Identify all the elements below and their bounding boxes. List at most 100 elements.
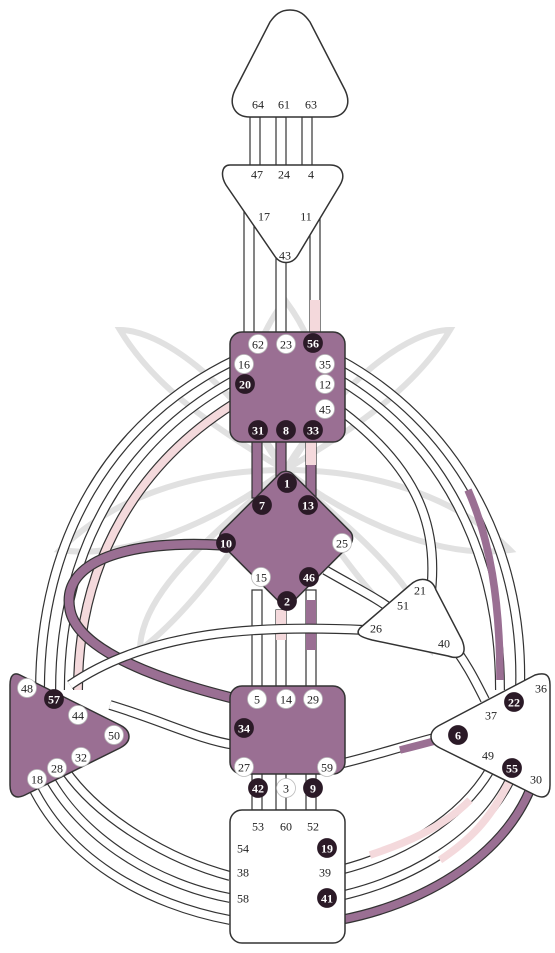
gate-15: 15 xyxy=(252,568,271,587)
gate-4: 4 xyxy=(308,168,314,182)
gate-16: 16 xyxy=(235,355,254,374)
gate-7: 7 xyxy=(253,496,272,515)
gate-51-label: 51 xyxy=(397,599,409,613)
gate-57-label: 57 xyxy=(48,693,60,707)
gate-14-label: 14 xyxy=(280,693,292,707)
gate-32-label: 32 xyxy=(75,751,87,765)
gate-35-label: 35 xyxy=(319,358,331,372)
channel-spleen-heart xyxy=(70,629,365,685)
gate-27-label: 27 xyxy=(238,761,250,775)
gate-33-label: 33 xyxy=(307,424,319,438)
gate-6-label: 6 xyxy=(455,729,461,743)
gate-62: 62 xyxy=(249,335,268,354)
gate-47: 47 xyxy=(251,168,263,182)
gate-56-label: 56 xyxy=(307,337,319,351)
gate-53-label: 53 xyxy=(252,820,264,834)
channel-10-57 xyxy=(69,544,240,700)
gate-34: 34 xyxy=(235,719,254,738)
gate-22: 22 xyxy=(505,693,524,712)
gate-6: 6 xyxy=(449,726,468,745)
gate-38-label: 38 xyxy=(237,866,249,880)
gate-54: 54 xyxy=(237,842,249,856)
gate-44: 44 xyxy=(69,706,88,725)
gate-59: 59 xyxy=(318,758,337,777)
gate-9: 9 xyxy=(304,779,323,798)
gate-50-label: 50 xyxy=(108,729,120,743)
gate-41: 41 xyxy=(318,889,337,908)
gate-14: 14 xyxy=(277,690,296,709)
gate-46-label: 46 xyxy=(303,571,315,585)
gate-18-label: 18 xyxy=(31,773,43,787)
gate-19-label: 19 xyxy=(321,842,333,856)
gate-19: 19 xyxy=(318,839,337,858)
gate-5-label: 5 xyxy=(254,693,260,707)
gate-56: 56 xyxy=(304,334,323,353)
gate-11-label: 11 xyxy=(300,210,312,224)
gate-8-label: 8 xyxy=(283,424,289,438)
gate-2-label: 2 xyxy=(284,595,290,609)
gate-16-label: 16 xyxy=(238,358,250,372)
gate-2: 2 xyxy=(278,592,297,611)
gate-15-label: 15 xyxy=(255,571,267,585)
gate-54-label: 54 xyxy=(237,842,249,856)
gate-37: 37 xyxy=(485,709,497,723)
gate-23-label: 23 xyxy=(280,338,292,352)
gate-48-label: 48 xyxy=(21,682,33,696)
gate-63-label: 63 xyxy=(305,98,317,112)
gate-25: 25 xyxy=(333,534,352,553)
gate-60-label: 60 xyxy=(280,820,292,834)
gate-4-label: 4 xyxy=(308,168,314,182)
gate-20-label: 20 xyxy=(239,378,251,392)
gate-28-label: 28 xyxy=(51,762,63,776)
gate-23: 23 xyxy=(277,335,296,354)
gate-21-label: 21 xyxy=(414,584,426,598)
gate-22-label: 22 xyxy=(508,696,520,710)
gate-8: 8 xyxy=(277,421,296,440)
gate-49-label: 49 xyxy=(482,749,494,763)
gate-45: 45 xyxy=(316,400,335,419)
gate-40: 40 xyxy=(438,637,450,651)
gate-17-label: 17 xyxy=(258,210,270,224)
gate-40-label: 40 xyxy=(438,637,450,651)
gate-64-label: 64 xyxy=(252,98,264,112)
gate-42: 42 xyxy=(249,779,268,798)
gate-35: 35 xyxy=(316,355,335,374)
gate-24-label: 24 xyxy=(278,168,290,182)
gate-32: 32 xyxy=(72,748,91,767)
channel-solar-root-arcs xyxy=(340,770,530,920)
gate-18: 18 xyxy=(28,770,47,789)
gate-28: 28 xyxy=(48,759,67,778)
gate-47-label: 47 xyxy=(251,168,263,182)
gate-20: 20 xyxy=(236,375,255,394)
gate-29: 29 xyxy=(304,690,323,709)
gate-44-label: 44 xyxy=(72,709,84,723)
gate-29-label: 29 xyxy=(307,693,319,707)
gate-10: 10 xyxy=(217,534,236,553)
channel-head-ajna xyxy=(250,117,312,167)
gate-61-label: 61 xyxy=(278,98,290,112)
gate-62-label: 62 xyxy=(252,338,264,352)
gate-7-label: 7 xyxy=(259,499,265,513)
gate-31-label: 31 xyxy=(252,424,264,438)
gate-1-label: 1 xyxy=(284,477,290,491)
gate-10-label: 10 xyxy=(220,537,232,551)
gate-13-label: 13 xyxy=(302,499,314,513)
gate-43-label: 43 xyxy=(279,249,291,263)
gate-61: 61 xyxy=(278,98,290,112)
channel-spleen-root-arcs xyxy=(25,770,230,920)
gate-25-label: 25 xyxy=(336,537,348,551)
gate-31: 31 xyxy=(249,421,268,440)
gate-1: 1 xyxy=(278,474,297,493)
gate-9-label: 9 xyxy=(310,782,316,796)
gate-11: 11 xyxy=(300,210,312,224)
gate-12: 12 xyxy=(316,375,335,394)
gate-13: 13 xyxy=(299,496,318,515)
gate-12-label: 12 xyxy=(319,378,331,392)
gate-36-label: 36 xyxy=(535,682,547,696)
gate-37-label: 37 xyxy=(485,709,497,723)
gate-39: 39 xyxy=(319,866,331,880)
gate-53: 53 xyxy=(252,820,264,834)
gate-57: 57 xyxy=(45,690,64,709)
gate-58: 58 xyxy=(237,892,249,906)
